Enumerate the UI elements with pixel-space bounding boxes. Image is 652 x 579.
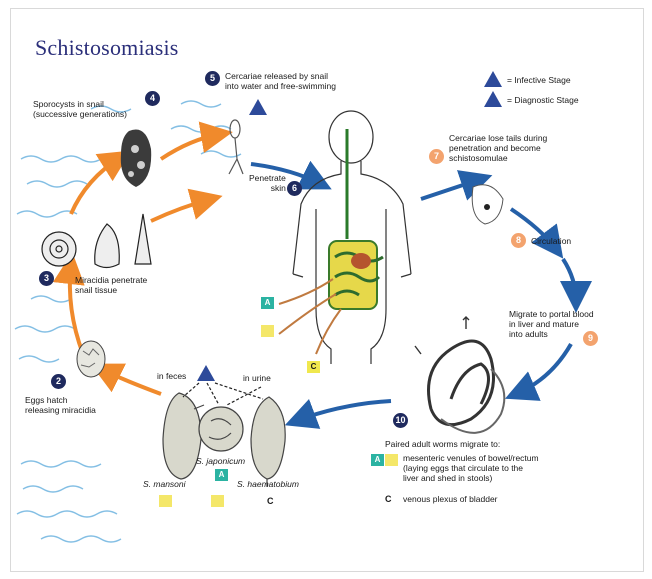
cercaria — [229, 120, 243, 174]
diagram-frame: Schistosomiasis = Infective Stage = Diag… — [10, 8, 644, 572]
body-key-c: C — [307, 361, 320, 373]
step-6-label: Penetrate skin — [249, 173, 286, 193]
adult-worms — [415, 317, 504, 433]
human-body — [293, 111, 411, 364]
step-5-label: Cercariae released by snail into water a… — [225, 71, 336, 91]
step-6-badge: 6 — [287, 181, 302, 196]
step-7-label: Cercariae lose tails during penetration … — [449, 133, 547, 163]
legend-diagnostic-label: = Diagnostic Stage — [507, 95, 579, 105]
infective-stage-legend-icon — [484, 71, 502, 87]
egg-label-japonicum: S. japonicum — [196, 456, 245, 466]
intestines — [329, 241, 383, 309]
step-9-label: Migrate to portal blood in liver and mat… — [509, 309, 594, 339]
migration-key-a: A — [371, 454, 384, 466]
step-8-label: Circulation — [531, 236, 571, 246]
page-title: Schistosomiasis — [35, 35, 179, 61]
host-cycle-arrows — [251, 164, 576, 421]
body-key-b: B — [261, 325, 274, 337]
step-2-badge: 2 — [51, 374, 66, 389]
egg-key-c: C — [267, 496, 274, 506]
egg-key-b-japonicum: B — [211, 495, 224, 507]
step-5-badge: 5 — [205, 71, 220, 86]
egg-key-a: A — [215, 469, 228, 481]
step-3-badge: 3 — [39, 271, 54, 286]
migration-c-label: venous plexus of bladder — [403, 494, 498, 504]
egg-label-haematobium: S. haematobium — [237, 479, 299, 489]
legend-infective-label: = Infective Stage — [507, 75, 571, 85]
egg-label-mansoni: S. mansoni — [143, 479, 186, 489]
step-7-badge: 7 — [429, 149, 444, 164]
step-8-badge: 8 — [511, 233, 526, 248]
infective-stage-icon — [249, 99, 267, 115]
migration-key-b: B — [385, 454, 398, 466]
in-feces-label: in feces — [157, 371, 186, 381]
diagnostic-stage-legend-icon — [484, 91, 502, 107]
egg-key-b-mansoni: B — [159, 495, 172, 507]
diagnostic-stage-icon — [197, 365, 215, 381]
egg-connectors — [183, 383, 263, 405]
miracidium — [77, 341, 105, 377]
step-4-label: Sporocysts in snail (successive generati… — [33, 99, 127, 119]
sporocyst — [121, 129, 151, 187]
step-10-badge: 10 — [393, 413, 408, 428]
body-key-a: A — [261, 297, 274, 309]
schistosomulum — [472, 185, 503, 224]
step-2-label: Eggs hatch releasing miracidia — [25, 395, 96, 415]
step-10-label: Paired adult worms migrate to: — [385, 439, 500, 449]
snails — [42, 214, 151, 268]
migration-a-label: mesenteric venules of bowel/rectum (layi… — [403, 453, 539, 483]
in-urine-label: in urine — [243, 373, 271, 383]
step-3-label: Miracidia penetrate snail tissue — [75, 275, 147, 295]
step-9-badge: 9 — [583, 331, 598, 346]
step-4-badge: 4 — [145, 91, 160, 106]
migration-c-key: C — [385, 494, 392, 504]
